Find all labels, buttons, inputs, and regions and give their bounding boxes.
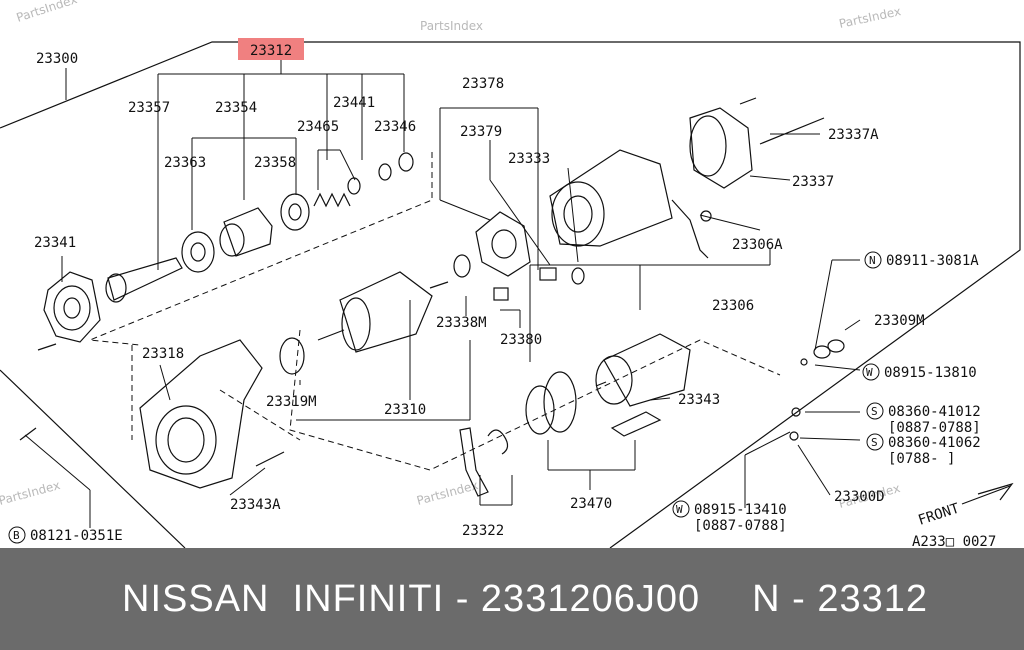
circle-letter-b: B (13, 529, 20, 542)
label-23337A[interactable]: 23337A (828, 127, 879, 143)
label-23378[interactable]: 23378 (462, 76, 504, 92)
watermark: PartsIndex (420, 19, 483, 33)
label-23354[interactable]: 23354 (215, 100, 257, 116)
label-08121-0351E[interactable]: 08121-0351E (30, 528, 123, 544)
label-08911-3081A[interactable]: 08911-3081A (886, 253, 979, 269)
label-23337[interactable]: 23337 (792, 174, 834, 190)
ref-code: 23312 (817, 577, 929, 620)
label-23300D[interactable]: 23300D (834, 489, 885, 505)
part-info-banner: NISSAN INFINITI - 2331206J00 N - 23312 (0, 548, 1024, 650)
ref-prefix: N - (752, 577, 818, 620)
circle-letter-s: S (871, 436, 878, 449)
part-number: 2331206J00 (480, 577, 701, 620)
label-23341[interactable]: 23341 (34, 235, 76, 251)
diagram-code: A233□ 0027 (912, 534, 996, 548)
label-23346[interactable]: 23346 (374, 119, 416, 135)
label-23379[interactable]: 23379 (460, 124, 502, 140)
watermark: PartsIndex (415, 478, 479, 508)
label-23312[interactable]: 23312 (250, 43, 292, 59)
brand-text: NISSAN INFINITI (122, 577, 445, 620)
label-23322[interactable]: 23322 (462, 523, 504, 539)
leader-lines (24, 60, 861, 528)
front-label: FRONT (916, 500, 962, 528)
part-drawings (19, 97, 1014, 505)
watermark: PartsIndex (0, 478, 62, 508)
watermark: PartsIndex (15, 0, 79, 25)
label-23465[interactable]: 23465 (297, 119, 339, 135)
label-23310[interactable]: 23310 (384, 402, 426, 418)
label-23343[interactable]: 23343 (678, 392, 720, 408)
label-23358[interactable]: 23358 (254, 155, 296, 171)
assembly-outline (0, 41, 1021, 548)
label-23300[interactable]: 23300 (36, 51, 78, 67)
label-23309M[interactable]: 23309M (874, 313, 925, 329)
label-23343A[interactable]: 23343A (230, 497, 281, 513)
circle-letter-w: W (866, 366, 873, 379)
label-23333[interactable]: 23333 (508, 151, 550, 167)
explode-guides (89, 152, 781, 471)
label-08915-13410[interactable]: 08915-13410 (694, 502, 787, 518)
part-labels: 23300 23312 23357 23354 23441 23465 2334… (30, 43, 996, 548)
label-23363[interactable]: 23363 (164, 155, 206, 171)
circle-letters: N W S S W B (8, 251, 884, 544)
circle-letter-s: S (871, 405, 878, 418)
label-23380[interactable]: 23380 (500, 332, 542, 348)
watermark: PartsIndex (838, 4, 903, 31)
label-23338M[interactable]: 23338M (436, 315, 487, 331)
label-23441[interactable]: 23441 (333, 95, 375, 111)
date-range-0887-0788-b: [0887-0788] (694, 518, 787, 534)
highlighted-part-box[interactable] (238, 38, 304, 60)
separator: - (444, 577, 481, 620)
date-range-0788: [0788- ] (888, 451, 955, 467)
label-23319M[interactable]: 23319M (266, 394, 317, 410)
parts-diagram: PartsIndex PartsIndex PartsIndex PartsIn… (0, 0, 1021, 548)
label-23357[interactable]: 23357 (128, 100, 170, 116)
label-08360-41062[interactable]: 08360-41062 (888, 435, 981, 451)
circle-letter-n: N (869, 254, 876, 267)
circle-letter-w: W (676, 503, 683, 516)
date-range-0887-0788: [0887-0788] (888, 420, 981, 436)
label-23470[interactable]: 23470 (570, 496, 612, 512)
label-23306[interactable]: 23306 (712, 298, 754, 314)
label-08360-41012[interactable]: 08360-41012 (888, 404, 981, 420)
label-23306A[interactable]: 23306A (732, 237, 783, 253)
label-08915-13810[interactable]: 08915-13810 (884, 365, 977, 381)
label-23318[interactable]: 23318 (142, 346, 184, 362)
